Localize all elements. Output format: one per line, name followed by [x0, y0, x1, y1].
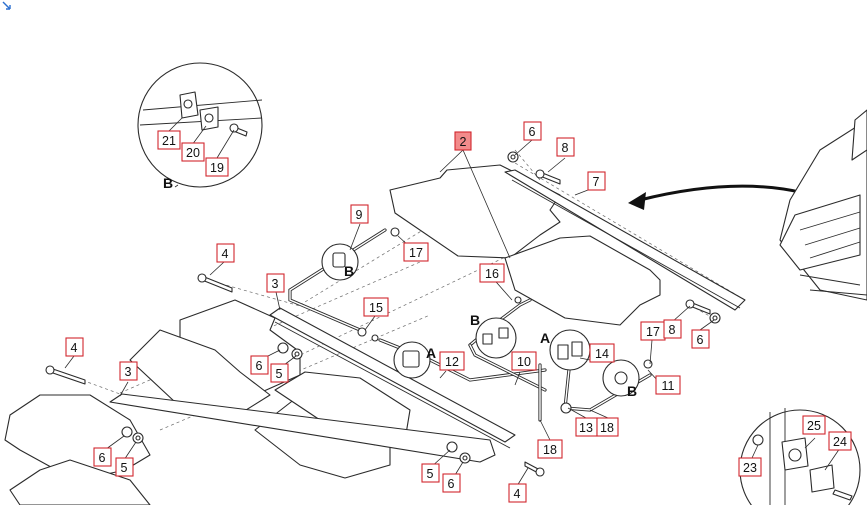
svg-text:16: 16	[485, 267, 499, 281]
callout-8: 8	[663, 319, 682, 339]
callout-8: 8	[556, 137, 575, 157]
callout-12: 12	[439, 351, 465, 371]
svg-text:12: 12	[445, 355, 459, 369]
svg-text:7: 7	[593, 175, 600, 189]
view-label-b: B	[470, 312, 480, 328]
clamp-b-mid	[475, 317, 517, 359]
svg-text:3: 3	[272, 277, 279, 291]
svg-text:18: 18	[543, 443, 557, 457]
svg-text:6: 6	[448, 477, 455, 491]
upper-panel-left	[389, 164, 561, 259]
callout-6: 6	[250, 355, 269, 375]
callout-15: 15	[363, 297, 389, 317]
svg-text:4: 4	[222, 247, 229, 261]
callouts: 2 6 8 7 9 17 4 3 15 16 12 10 14 17 8 6 1…	[65, 121, 852, 503]
svg-text:5: 5	[427, 467, 434, 481]
svg-text:20: 20	[186, 146, 200, 160]
svg-text:25: 25	[807, 419, 821, 433]
svg-text:15: 15	[369, 301, 383, 315]
clamp-a-left	[393, 341, 431, 379]
view-label-a: A	[540, 330, 550, 346]
callout-6: 6	[442, 473, 461, 493]
callout-5: 5	[115, 457, 134, 477]
callout-11: 11	[655, 375, 681, 395]
callout-6: 6	[691, 329, 710, 349]
detail-view-b	[137, 62, 263, 188]
callout-16: 16	[479, 263, 505, 283]
svg-text:2: 2	[460, 135, 467, 149]
svg-text:8: 8	[562, 141, 569, 155]
view-labels: B B A B A B	[163, 175, 637, 399]
svg-text:4: 4	[514, 487, 521, 501]
callout-7: 7	[587, 171, 606, 191]
svg-text:19: 19	[210, 161, 224, 175]
callout-9: 9	[350, 204, 369, 224]
callout-4: 4	[65, 337, 84, 357]
svg-text:13: 13	[579, 421, 593, 435]
svg-text:3: 3	[125, 365, 132, 379]
callout-4: 4	[216, 243, 235, 263]
callout-3: 3	[119, 361, 138, 381]
detail-view-hinge	[739, 408, 861, 505]
resize-arrow-icon	[2, 1, 11, 10]
channel-bar-upper	[269, 307, 516, 449]
callout-10: 10	[511, 351, 537, 371]
fasteners	[45, 151, 721, 477]
callout-23: 23	[738, 457, 762, 477]
leader-lines	[64, 117, 841, 487]
svg-text:9: 9	[356, 208, 363, 222]
svg-text:14: 14	[595, 347, 609, 361]
svg-text:5: 5	[121, 461, 128, 475]
callout-20: 20	[181, 142, 205, 162]
view-label-b: B	[344, 263, 354, 279]
svg-text:8: 8	[669, 323, 676, 337]
svg-text:6: 6	[256, 359, 263, 373]
clamp-b-top	[321, 243, 359, 281]
upper-panel-right	[504, 235, 661, 326]
callout-17: 17	[640, 321, 666, 341]
callout-18: 18	[596, 417, 619, 437]
svg-text:6: 6	[697, 333, 704, 347]
view-label-b: B	[627, 383, 637, 399]
callout-18: 18	[537, 439, 563, 459]
svg-text:10: 10	[517, 355, 531, 369]
svg-text:23: 23	[743, 461, 757, 475]
svg-text:6: 6	[99, 451, 106, 465]
svg-text:11: 11	[662, 379, 675, 393]
view-label-a: A	[426, 345, 436, 361]
callout-5: 5	[270, 363, 289, 383]
side-rail	[504, 169, 746, 311]
callout-4: 4	[508, 483, 527, 503]
svg-text:17: 17	[409, 246, 423, 260]
callout-21: 21	[157, 130, 181, 150]
lower-left-panel	[4, 394, 151, 505]
machine-thumbnail	[779, 109, 867, 301]
clamp-b-right	[602, 359, 640, 397]
svg-text:17: 17	[646, 325, 660, 339]
callout-24: 24	[828, 431, 852, 451]
callout-19: 19	[205, 157, 229, 177]
callout-13: 13	[575, 417, 598, 437]
svg-text:21: 21	[162, 134, 176, 148]
callout-3: 3	[266, 273, 285, 293]
callout-14: 14	[589, 343, 615, 363]
svg-text:4: 4	[71, 341, 78, 355]
callout-2: 2	[454, 131, 472, 151]
callout-6: 6	[93, 447, 112, 467]
svg-text:24: 24	[833, 435, 847, 449]
svg-text:6: 6	[529, 125, 536, 139]
svg-text:5: 5	[276, 367, 283, 381]
callout-17: 17	[403, 242, 429, 262]
clamp-a-right	[549, 329, 591, 371]
callout-6: 6	[523, 121, 542, 141]
svg-text:18: 18	[600, 421, 614, 435]
view-label-b: B	[163, 175, 173, 191]
callout-25: 25	[802, 415, 826, 435]
callout-5: 5	[421, 463, 440, 483]
